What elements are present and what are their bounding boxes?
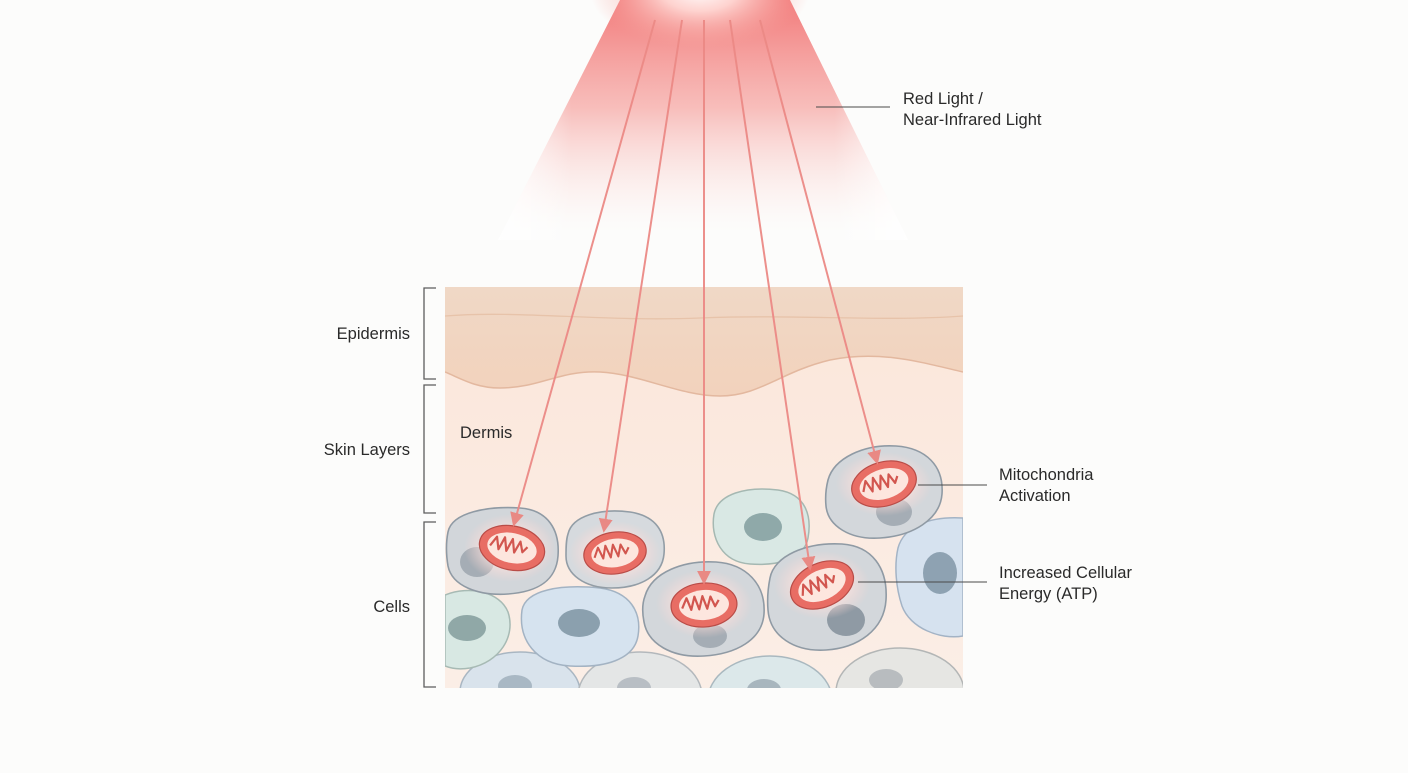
skin-layers-label: Skin Layers xyxy=(323,441,410,459)
skin-layers-bracket xyxy=(423,384,436,514)
epidermis-label: Epidermis xyxy=(336,325,410,343)
cells-label: Cells xyxy=(373,598,410,616)
atp-label: Increased Cellular Energy (ATP) xyxy=(999,563,1132,605)
ray-arrow-1 xyxy=(510,19,656,527)
activated-cell-4 xyxy=(766,543,887,651)
mitochondria-label: Mitochondria Activation xyxy=(999,465,1093,507)
leader-lines xyxy=(816,106,987,583)
light-label: Red Light / Near-Infrared Light xyxy=(903,89,1042,131)
activated-cell-1 xyxy=(445,506,559,596)
epidermis-bracket xyxy=(423,287,436,380)
light-rays xyxy=(510,19,881,585)
mitochondria-label-line2: Activation xyxy=(999,487,1071,505)
ray-arrow-5 xyxy=(759,19,881,465)
dermis-label: Dermis xyxy=(460,424,513,442)
layer-brackets xyxy=(423,287,436,688)
cell-layer-bottom xyxy=(459,647,963,688)
epidermis-inner-line xyxy=(445,313,963,320)
activated-cell-5 xyxy=(824,445,943,539)
cells-bracket xyxy=(423,521,436,688)
activated-cell-2 xyxy=(565,510,666,589)
atp-label-line2: Energy (ATP) xyxy=(999,585,1098,603)
ray-arrow-4 xyxy=(729,19,816,571)
cell-layer-middle xyxy=(445,488,963,670)
light-source-glow xyxy=(591,0,809,50)
light-label-line2: Near-Infrared Light xyxy=(903,111,1042,129)
ray-arrow-2 xyxy=(598,19,683,533)
activated-cells xyxy=(445,445,943,657)
mitochondria-label-line1: Mitochondria xyxy=(999,466,1094,484)
dermal-junction xyxy=(445,355,963,397)
light-label-line1: Red Light / xyxy=(903,90,983,108)
activated-cell-3 xyxy=(641,561,765,657)
atp-label-line1: Increased Cellular xyxy=(999,564,1132,582)
